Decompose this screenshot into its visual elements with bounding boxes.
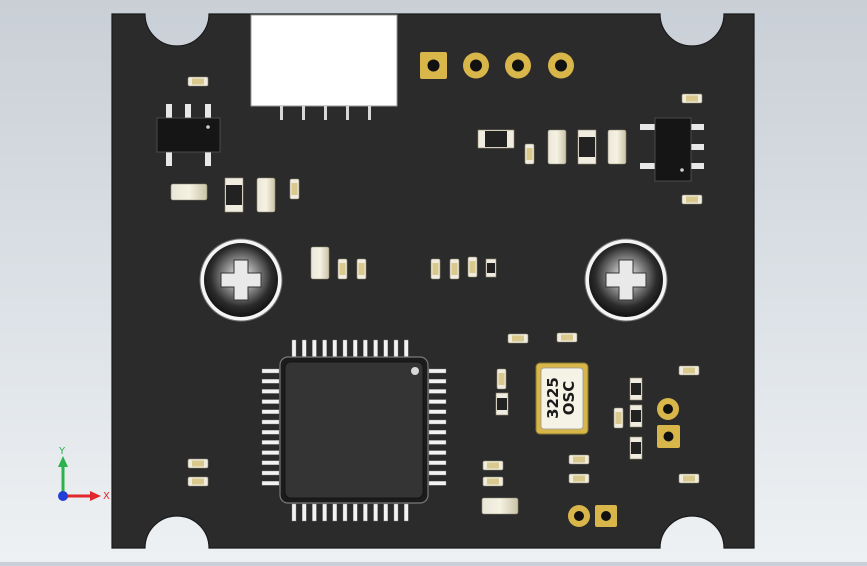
qfp-lead-bottom xyxy=(404,503,409,522)
qfp-lead-top xyxy=(363,339,368,358)
qfp-lead-left xyxy=(261,419,280,425)
qfp-lead-left xyxy=(261,470,280,476)
qfp-lead-bottom xyxy=(363,503,368,522)
triad-x-label: X xyxy=(103,491,110,502)
qfp-lead-top xyxy=(353,339,358,358)
qfp-lead-left xyxy=(261,460,280,465)
qfp-lead-bottom xyxy=(312,503,317,522)
qfp-lead-top xyxy=(393,339,399,358)
qfp-lead-left xyxy=(261,440,280,445)
qfp-microcontroller[interactable] xyxy=(261,339,447,522)
crystal-marking-line2: OSC xyxy=(560,381,578,416)
qfp-lead-bottom xyxy=(332,503,337,522)
qfp-lead-left xyxy=(261,450,280,455)
qfp-lead-right xyxy=(428,368,447,374)
smd-passives[interactable] xyxy=(170,76,703,515)
qfp-lead-right xyxy=(428,450,447,455)
qfp-lead-bottom xyxy=(373,503,378,522)
qfp-lead-right xyxy=(428,481,447,486)
crystal-oscillator[interactable]: 3225 OSC xyxy=(535,362,589,435)
qfp-lead-top xyxy=(332,339,337,358)
pin-header-connector[interactable] xyxy=(250,14,398,120)
crystal-marking-line1: 3225 xyxy=(544,377,562,419)
qfp-lead-bottom xyxy=(383,503,388,522)
qfp-lead-bottom xyxy=(291,503,297,522)
screw-right[interactable] xyxy=(584,238,668,322)
through-hole-pads-bottom[interactable] xyxy=(568,505,617,527)
qfp-lead-right xyxy=(428,440,447,445)
through-hole-pads-top[interactable] xyxy=(420,52,574,79)
qfp-lead-bottom xyxy=(393,503,399,522)
coordinate-triad: Y X xyxy=(58,446,110,502)
qfp-lead-bottom xyxy=(322,503,327,522)
qfp-lead-left xyxy=(261,430,280,435)
qfp-lead-right xyxy=(428,470,447,476)
qfp-lead-left xyxy=(261,389,280,394)
qfp-lead-top xyxy=(373,339,378,358)
sot-ic-right[interactable] xyxy=(640,117,704,182)
qfp-lead-top xyxy=(342,339,348,358)
qfp-lead-right xyxy=(428,399,447,404)
qfp-lead-left xyxy=(261,481,280,486)
qfp-lead-bottom xyxy=(342,503,348,522)
qfp-lead-right xyxy=(428,409,447,414)
qfp-lead-top xyxy=(291,339,297,358)
qfp-lead-right xyxy=(428,430,447,435)
qfp-lead-right xyxy=(428,419,447,425)
qfp-lead-left xyxy=(261,409,280,414)
qfp-lead-right xyxy=(428,389,447,394)
qfp-lead-left xyxy=(261,368,280,374)
qfp-lead-top xyxy=(322,339,327,358)
qfp-lead-left xyxy=(261,379,280,384)
qfp-lead-top xyxy=(383,339,388,358)
qfp-lead-bottom xyxy=(302,503,307,522)
qfp-lead-left xyxy=(261,399,280,404)
screw-left[interactable] xyxy=(199,238,283,322)
qfp-lead-bottom xyxy=(353,503,358,522)
through-hole-pads-right[interactable] xyxy=(657,398,680,448)
sot-ic-left[interactable] xyxy=(156,104,221,166)
triad-y-label: Y xyxy=(58,446,66,457)
qfp-lead-top xyxy=(302,339,307,358)
qfp-lead-top xyxy=(404,339,409,358)
qfp-lead-right xyxy=(428,379,447,384)
qfp-lead-top xyxy=(312,339,317,358)
qfp-lead-right xyxy=(428,460,447,465)
